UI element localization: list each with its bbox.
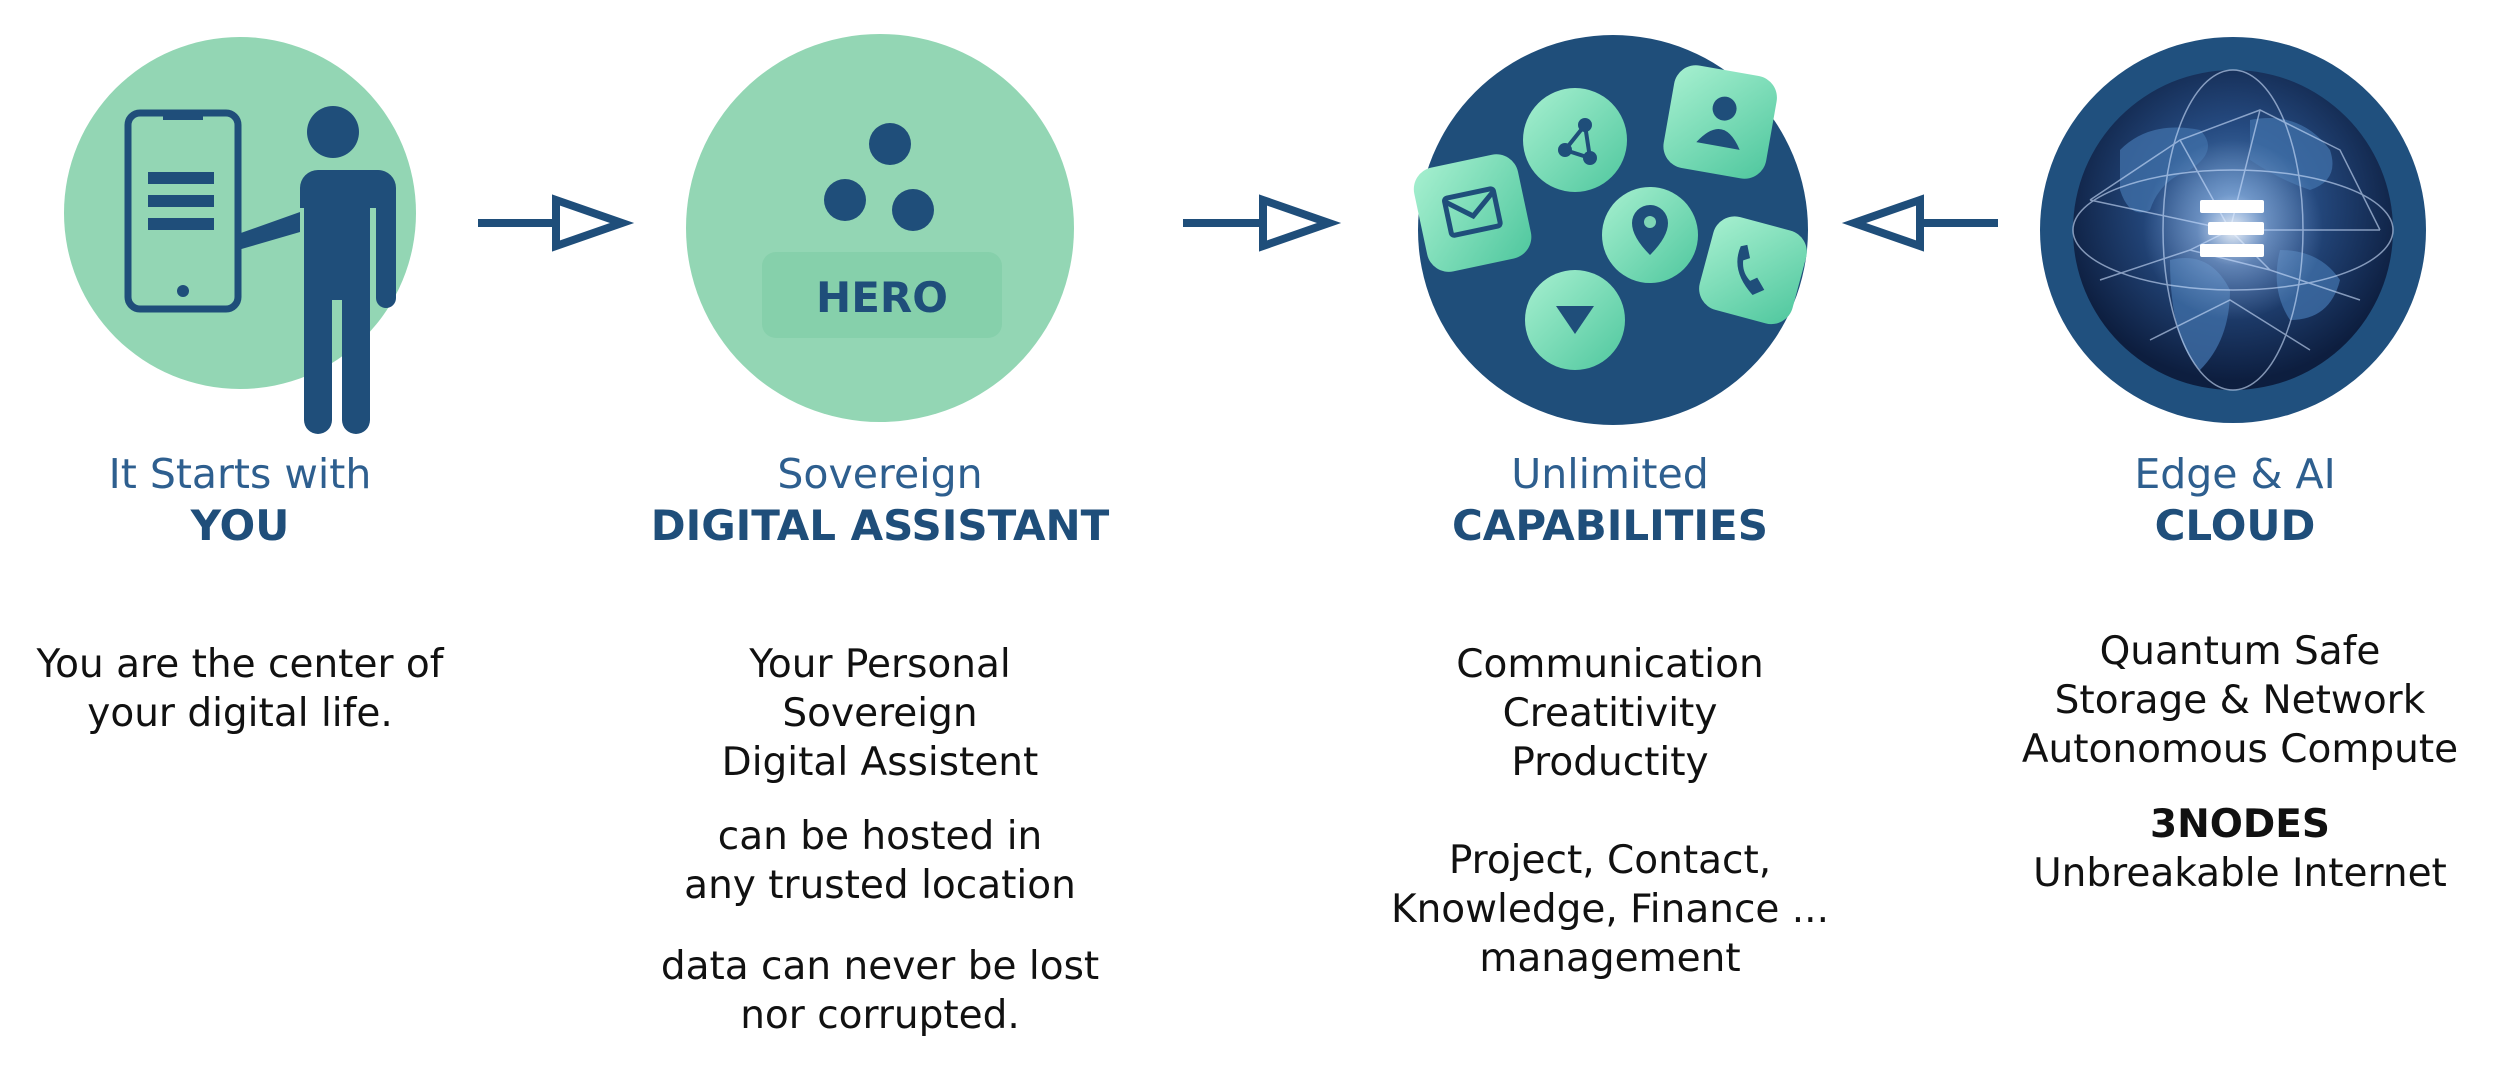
body-line: can be hosted in	[717, 814, 1043, 859]
body-line: management	[1479, 936, 1741, 981]
step-you-title: It Starts with YOU	[40, 448, 440, 552]
step-assistant-body-group2: can be hosted in any trusted location	[600, 812, 1160, 910]
title-line1: Sovereign	[777, 450, 983, 498]
step-cloud-body-group2: 3NODES Unbreakable Internet	[1990, 800, 2490, 898]
step-cloud-body-group1: Quantum Safe Storage & Network Autonomou…	[1990, 627, 2490, 774]
video-icon	[1525, 270, 1625, 370]
arrow-right-icon	[1183, 194, 1342, 252]
person-phone-icon	[64, 37, 416, 434]
body-line-bold: 3NODES	[2149, 802, 2331, 847]
hero-assistant-icon	[686, 34, 1074, 422]
body-line: Communication	[1456, 642, 1764, 687]
title-line2: YOU	[190, 501, 290, 550]
step-capabilities-body-group1: Communication Creatitivity Productity	[1360, 640, 1860, 787]
body-line: data can never be lost	[660, 944, 1100, 989]
arrow-right-icon	[478, 194, 635, 252]
mail-icon	[1413, 154, 1532, 272]
title-line2: CLOUD	[2154, 501, 2316, 550]
step-assistant-body-group1: Your Personal Sovereign Digital Assisten…	[600, 640, 1160, 787]
title-line1: It Starts with	[108, 450, 372, 498]
body-line: Digital Assistent	[721, 740, 1039, 785]
body-line: Unbreakable Internet	[2033, 851, 2447, 896]
hero-badge-label: HERO	[816, 273, 948, 322]
step-assistant-body-group3: data can never be lost nor corrupted.	[600, 942, 1160, 1040]
title-line2: DIGITAL ASSISTANT	[650, 501, 1110, 550]
logo-icon	[2200, 200, 2264, 257]
contact-icon	[1663, 65, 1777, 179]
body-line: Your Personal	[749, 642, 1011, 687]
body-line: Productity	[1511, 740, 1709, 785]
step-cloud-title: Edge & AI CLOUD	[2030, 448, 2440, 552]
arrow-left-icon	[1841, 194, 1998, 252]
location-icon	[1602, 187, 1698, 283]
body-line: You are the center of	[36, 642, 444, 687]
step-assistant-title: Sovereign DIGITAL ASSISTANT	[620, 448, 1140, 552]
body-line: Sovereign	[782, 691, 978, 736]
step-you-body: You are the center of your digital life.	[0, 640, 480, 738]
body-line: Knowledge, Finance ...	[1391, 887, 1829, 932]
person-icon	[307, 106, 359, 158]
share-icon	[1523, 88, 1627, 192]
hero-circle	[686, 34, 1074, 422]
globe-network-icon	[2040, 37, 2426, 423]
step-capabilities-title: Unlimited CAPABILITIES	[1380, 448, 1840, 552]
body-line: Quantum Safe	[2099, 629, 2381, 674]
app-cluster-icon	[1413, 35, 1808, 425]
body-line: any trusted location	[684, 863, 1076, 908]
body-line: Project, Contact,	[1448, 838, 1772, 883]
phone-outline-icon	[124, 109, 242, 313]
body-line: Autonomous Compute	[2021, 727, 2459, 772]
title-line1: Edge & AI	[2134, 450, 2336, 498]
body-line: Storage & Network	[2054, 678, 2426, 723]
title-line2: CAPABILITIES	[1451, 501, 1768, 550]
body-line: Creatitivity	[1502, 691, 1718, 736]
hero-badge	[762, 252, 1002, 338]
phone-call-icon	[1699, 216, 1807, 325]
body-line: nor corrupted.	[740, 993, 1020, 1038]
body-line: your digital life.	[87, 691, 393, 736]
step-capabilities-body-group2: Project, Contact, Knowledge, Finance ...…	[1340, 836, 1880, 983]
title-line1: Unlimited	[1511, 450, 1709, 498]
